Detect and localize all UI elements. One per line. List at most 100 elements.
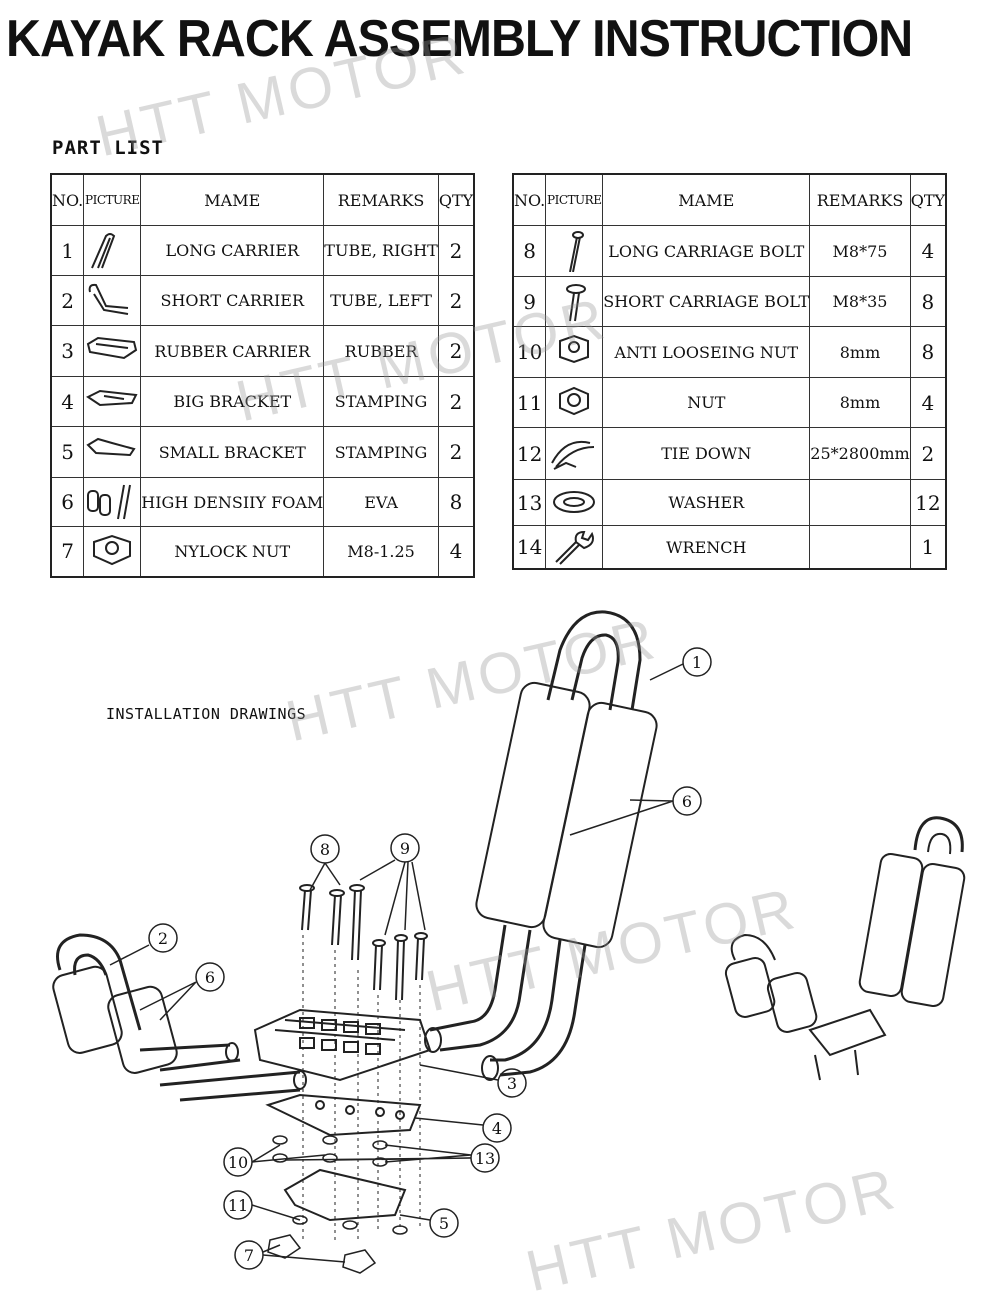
- long-bolt-icon: [569, 231, 585, 272]
- nut-icon: [559, 386, 590, 415]
- part-picture: [545, 525, 604, 570]
- short-carrier-drawing: [52, 933, 307, 1102]
- washer-icon: [553, 490, 596, 513]
- part-qty: 2: [437, 426, 475, 478]
- small-bracket-drawing: [283, 1168, 407, 1222]
- header-remarks: REMARKS: [323, 173, 439, 226]
- part-remarks: EVA: [323, 477, 439, 527]
- callout-label-11: 11: [228, 1196, 248, 1215]
- callout-label-4: 4: [492, 1119, 502, 1138]
- part-number: 11: [512, 377, 547, 428]
- part-remarks: RUBBER: [323, 325, 439, 377]
- part-picture: [545, 377, 604, 428]
- callout-label-7: 7: [244, 1246, 254, 1265]
- part-number: 12: [512, 427, 547, 480]
- part-list-heading: PART LIST: [52, 137, 164, 159]
- part-name: ANTI LOOSEING NUT: [602, 326, 811, 378]
- part-picture: [83, 526, 142, 577]
- rubber-carrier-drawing: [253, 1008, 432, 1082]
- callout-1: [682, 647, 712, 677]
- part-remarks: TUBE, LEFT: [323, 275, 439, 326]
- header-no: NO.: [50, 173, 85, 226]
- callout-4: [482, 1113, 512, 1143]
- big-bracket-drawing: [265, 1093, 422, 1137]
- part-qty: 4: [909, 377, 947, 428]
- part-number: 13: [512, 479, 547, 526]
- part-number: 5: [50, 426, 85, 478]
- part-name: NYLOCK NUT: [140, 526, 325, 577]
- part-qty: 4: [437, 526, 475, 577]
- part-number: 2: [50, 275, 85, 326]
- header-qty: QTY: [437, 173, 475, 226]
- part-number: 6: [50, 477, 85, 527]
- part-qty: 2: [437, 225, 475, 276]
- part-name: SMALL BRACKET: [140, 426, 325, 478]
- part-remarks: 8mm: [809, 326, 911, 378]
- header-remarks: REMARKS: [809, 173, 911, 226]
- callout-label-6-left: 6: [205, 968, 215, 987]
- big-bracket-icon: [86, 389, 138, 406]
- callout-label-1: 1: [692, 653, 702, 672]
- page-title: KAYAK RACK ASSEMBLY INSTRUCTION: [6, 10, 913, 68]
- part-name: LONG CARRIAGE BOLT: [602, 225, 811, 277]
- callouts: [109, 647, 712, 1270]
- header-name: MAME: [602, 173, 811, 226]
- part-number: 1: [50, 225, 85, 276]
- part-name: HIGH DENSIIY FOAM: [140, 477, 325, 527]
- callout-label-2: 2: [158, 929, 168, 948]
- part-number: 10: [512, 326, 547, 378]
- part-qty: 2: [437, 275, 475, 326]
- part-picture: [83, 426, 142, 478]
- part-remarks: [809, 525, 911, 570]
- installation-drawing: 1 2 3 4 5 6 6 7 8 9 10 11 13: [52, 610, 966, 1274]
- part-name: LONG CARRIER: [140, 225, 325, 276]
- assembled-rack-drawing: [724, 816, 966, 1081]
- small-bracket-icon: [86, 437, 136, 457]
- part-number: 3: [50, 325, 85, 377]
- part-number: 14: [512, 525, 547, 570]
- part-picture: [545, 479, 604, 526]
- part-picture: [545, 225, 604, 277]
- nuts-washers-drawing: [267, 1135, 408, 1274]
- part-name: RUBBER CARRIER: [140, 325, 325, 377]
- callout-label-9: 9: [400, 839, 410, 858]
- wrench-icon: [555, 530, 595, 565]
- part-qty: 2: [437, 376, 475, 427]
- part-qty: 2: [437, 325, 475, 377]
- callout-label-3: 3: [507, 1074, 517, 1093]
- table-header-row: NO. PICTURE MAME REMARKS QTY: [512, 173, 947, 226]
- part-name: BIG BRACKET: [140, 376, 325, 427]
- part-qty: 1: [909, 525, 947, 570]
- part-number: 9: [512, 276, 547, 327]
- short-carrier-icon: [88, 283, 129, 315]
- long-carrier-drawing: [424, 610, 658, 1081]
- long-carrier-icon: [91, 232, 116, 268]
- part-name: SHORT CARRIAGE BOLT: [602, 276, 811, 327]
- part-picture: [83, 225, 142, 276]
- alignment-lines: [302, 935, 421, 1240]
- part-remarks: 25*2800mm: [809, 427, 911, 480]
- part-remarks: STAMPING: [323, 376, 439, 427]
- callout-label-6-top: 6: [682, 792, 692, 811]
- part-remarks: [809, 479, 911, 526]
- part-remarks: M8-1.25: [323, 526, 439, 577]
- callout-label-5: 5: [439, 1214, 449, 1233]
- part-name: TIE DOWN: [602, 427, 811, 480]
- installation-heading: INSTALLATION DRAWINGS: [106, 705, 307, 723]
- part-qty: 8: [909, 326, 947, 378]
- nylock-nut-icon: [93, 535, 132, 566]
- callout-label-8: 8: [320, 840, 330, 859]
- part-qty: 4: [909, 225, 947, 277]
